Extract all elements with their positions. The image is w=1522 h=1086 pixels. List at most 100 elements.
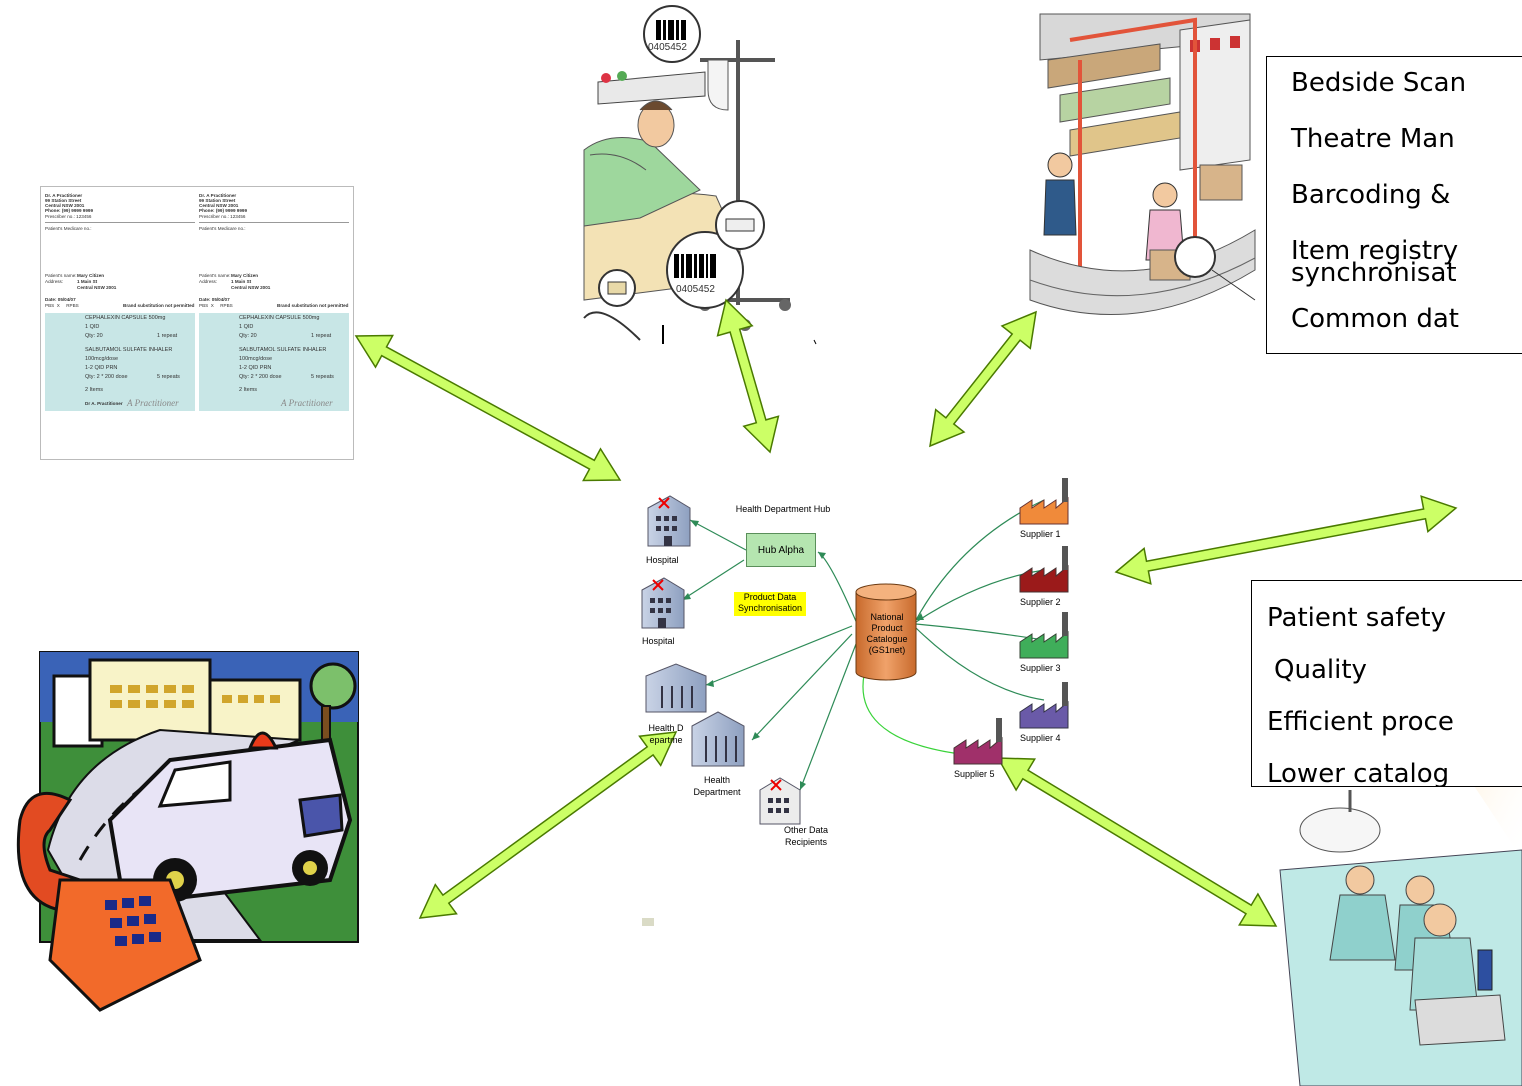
supplier-factory-icon (1019, 612, 1069, 659)
hospital-label: Hospital (646, 555, 679, 565)
prescriber-phone: Phone: (99) 9999 9999 (45, 208, 94, 213)
prescriber-address: 99 Station Street (45, 198, 82, 203)
health-department-icon (691, 711, 745, 767)
benefit-item: synchronisat (1291, 258, 1457, 288)
med2-freq: 1-2 QID PRN (85, 365, 118, 371)
ambulance-clipart (16, 651, 359, 1012)
barcode-number-bottom: 0405452 (676, 284, 715, 295)
supplier-label: Supplier 2 (1020, 597, 1061, 607)
catalogue-line: Product (871, 623, 903, 633)
med1-repeat: 1 repeat (157, 333, 178, 339)
med2-dose: 100mcg/dose (239, 356, 273, 362)
supplier-factory-icon (1019, 682, 1069, 729)
brand-sub-note: Brand substitution not permitted (277, 303, 349, 308)
double-arrow (716, 298, 780, 454)
brand-sub-note: Brand substitution not permitted (123, 303, 195, 308)
prescription-original: Dr. A Practitioner 99 Station Street Cen… (45, 193, 195, 455)
tick-mark (813, 339, 817, 345)
supplier-factory-icon (1019, 546, 1069, 593)
catalogue-line: Catalogue (866, 634, 908, 644)
med2-repeat: 5 repeats (157, 374, 180, 380)
prescriber-number: Prescriber no.: 123456 (45, 214, 92, 219)
signature: A Practitioner (127, 398, 179, 408)
double-arrow (418, 731, 678, 919)
patient-address: 1 Main St (231, 279, 252, 284)
double-arrow (1114, 495, 1458, 585)
bedside-scan-illustration: 0405452 0405452 (583, 5, 816, 344)
prescriber-address: Central NSW 2001 (199, 203, 239, 208)
hub-alpha-node: Hub Alpha (746, 533, 816, 567)
patient-label: Patient's name: (45, 273, 77, 278)
patient-name: Mary Citizen (231, 273, 259, 278)
prescription-form: Dr. A Practitioner 99 Station Street Cen… (40, 186, 354, 460)
health-dept-label: Health Department (693, 775, 741, 797)
prescriber-address: Central NSW 2001 (45, 203, 85, 208)
benefits-box-bottom: Patient safety Quality Efficient proce L… (1251, 580, 1522, 787)
prescription-duplicate: Dr. A Practitioner 99 Station Street Cen… (199, 193, 349, 455)
prescriber-number: Prescriber no.: 123456 (199, 214, 246, 219)
address-label: Address: (199, 279, 218, 284)
med1-dose: 1 QID (85, 324, 100, 330)
item-count: 2 Items (239, 387, 258, 393)
supplier-label: Supplier 5 (954, 769, 995, 779)
catalogue-line: (GS1net) (868, 645, 906, 655)
med2-repeat: 5 repeats (311, 374, 334, 380)
med1-repeat: 1 repeat (311, 333, 332, 339)
rx-date: Date: 05/04/07 (199, 297, 230, 302)
hospital-label: Hospital (642, 636, 675, 646)
benefit-item: Item registry (1291, 236, 1459, 266)
benefit-item: Common dat (1291, 304, 1459, 334)
prescriber-name: Dr. A Practitioner (45, 193, 83, 198)
patient-address: 1 Main St (77, 279, 98, 284)
med2-name: SALBUTAMOL SULFATE INHALER (239, 347, 327, 353)
signature: A Practitioner (281, 398, 333, 408)
pbs-mark: PBS X RPBS (45, 303, 79, 308)
other-recipients-label: Other Data Recipients (783, 825, 829, 847)
benefit-item: Barcoding & (1291, 180, 1451, 210)
supplier-factory-icon (953, 718, 1003, 765)
benefit-item: Theatre Man (1291, 124, 1455, 154)
med2-qty: Qty: 2 * 200 dose (85, 374, 128, 380)
hospital-icon (641, 577, 685, 629)
item-count: 2 Items (85, 387, 104, 393)
hub-caption: Health Department Hub (735, 504, 831, 514)
sync-label: Product Data Synchronisation (734, 592, 806, 616)
med1-name: CEPHALEXIN CAPSULE 500mg (85, 315, 166, 321)
benefit-item: Bedside Scan (1291, 68, 1467, 98)
catalogue-label: National Product Catalogue (GS1net) (858, 612, 916, 656)
med2-freq: 1-2 QID PRN (239, 365, 272, 371)
medicare-label: Patient's Medicare no.: (45, 226, 92, 231)
health-department-icon (645, 663, 707, 713)
med1-qty: Qty: 20 (239, 333, 257, 339)
med2-qty: Qty: 2 * 200 dose (239, 374, 282, 380)
health-dept-label: Health Departme (648, 723, 684, 745)
patient-label: Patient's name: (199, 273, 231, 278)
patient-address: Central NSW 2001 (77, 285, 117, 290)
warehouse-illustration (1029, 13, 1260, 332)
prescriber-address: 99 Station Street (199, 198, 236, 203)
supplier-factory-icon (1019, 478, 1069, 525)
benefit-item: Quality (1274, 655, 1367, 685)
double-arrows (354, 298, 1458, 927)
benefit-item: Patient safety (1267, 603, 1447, 633)
pbs-mark: PBS X RPBS (199, 303, 233, 308)
medicare-label: Patient's Medicare no.: (199, 226, 246, 231)
supplier-label: Supplier 3 (1020, 663, 1061, 673)
supplier-label: Supplier 1 (1020, 529, 1061, 539)
med1-name: CEPHALEXIN CAPSULE 500mg (239, 315, 320, 321)
double-arrow (929, 310, 1037, 448)
patient-address: Central NSW 2001 (231, 285, 271, 290)
prescriber-name: Dr. A Practitioner (199, 193, 237, 198)
address-label: Address: (45, 279, 64, 284)
double-arrow (996, 757, 1278, 927)
med2-name: SALBUTAMOL SULFATE INHALER (85, 347, 173, 353)
med2-dose: 100mcg/dose (85, 356, 119, 362)
barcode-number-top: 0405452 (648, 42, 687, 53)
supplier-label: Supplier 4 (1020, 733, 1061, 743)
double-arrow (354, 334, 622, 482)
practitioner-sig: Dr A. Practitioner (85, 401, 123, 406)
benefit-item: Lower catalog (1267, 759, 1450, 787)
hospital-icon (647, 495, 691, 547)
